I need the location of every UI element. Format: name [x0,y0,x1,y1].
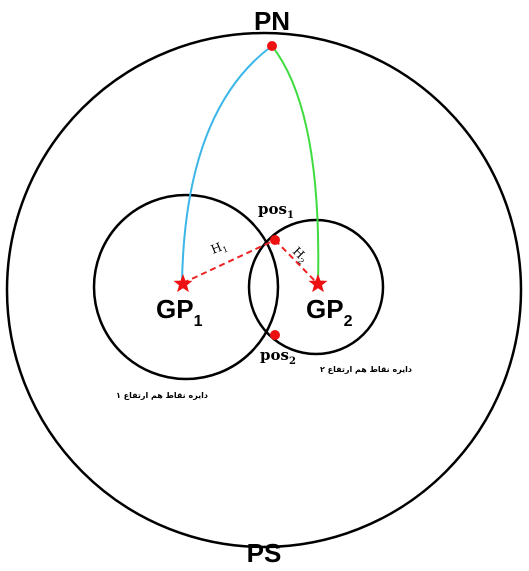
pos1-point [270,235,280,245]
h1-label: H1 [209,238,229,259]
pos2-label: pos2 [260,346,296,367]
south-pole-label: PS [247,538,282,568]
h2-label: H2 [288,244,310,266]
gp1-star-icon [173,274,193,293]
zenith-distance-line-1 [182,239,276,284]
gp2-star-icon [308,274,328,293]
equal-altitude-circle-1 [92,193,280,381]
zenith-distance-line-2 [274,239,318,284]
gp1-label: GP1 [156,294,203,330]
north-pole-label: PN [254,6,290,36]
circle1-caption: دایره نقاط هم ارتفاع ۱ [116,391,208,400]
earth-circle [5,31,523,549]
pos1-label: pos1 [258,200,294,221]
gp2-label: GP2 [306,294,353,330]
meridian-arc-gp1 [181,45,273,284]
equal-altitude-circle-2 [247,218,385,356]
north-pole-point [267,41,277,51]
circle2-caption: دایره نقاط هم ارتفاع ۲ [320,365,412,374]
meridian-arc-gp2 [271,45,320,284]
pos2-point [270,330,280,340]
